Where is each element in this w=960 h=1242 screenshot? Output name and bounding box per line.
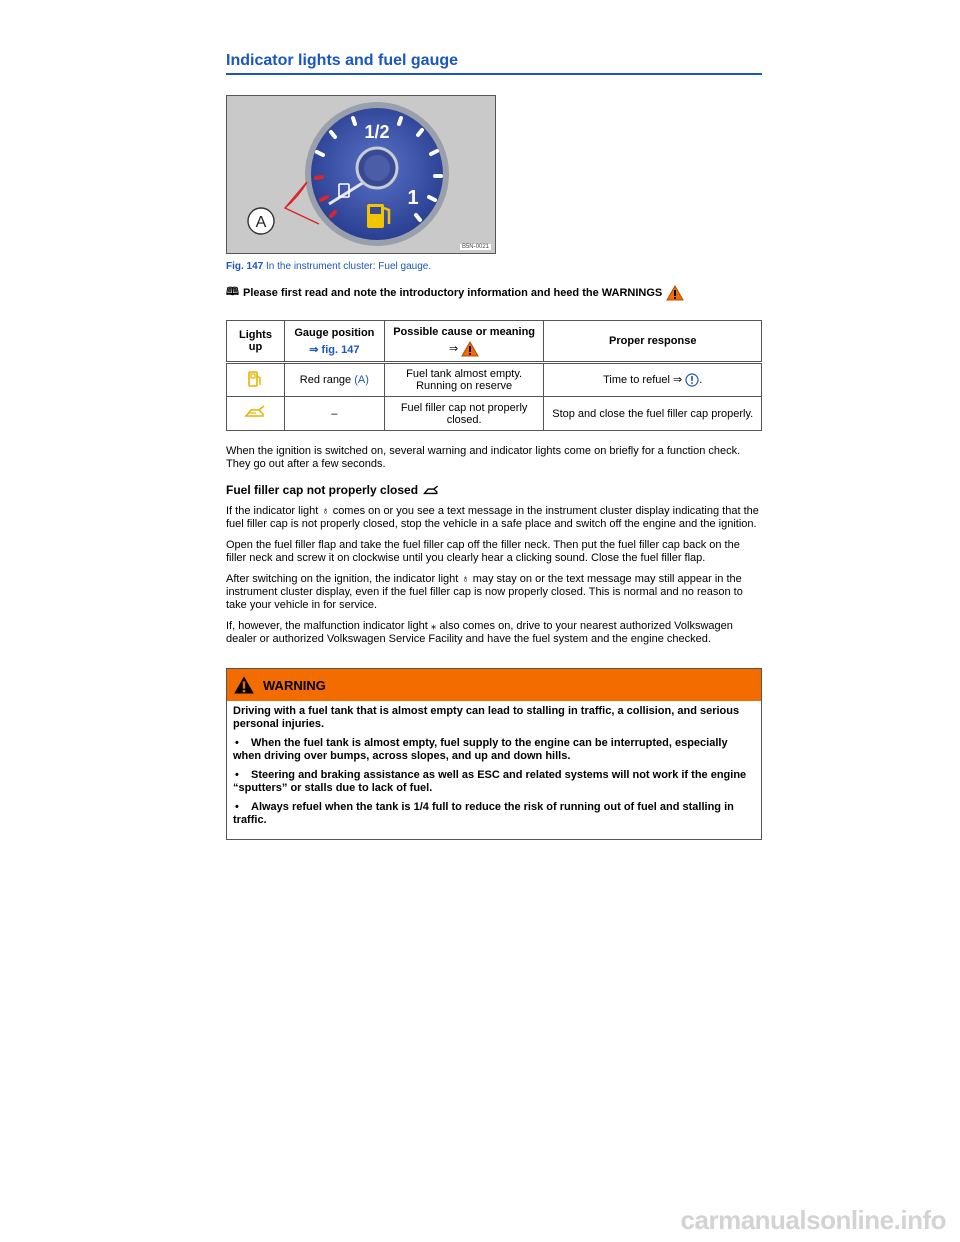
header-cause-ref[interactable]: ⇒ [449, 343, 459, 355]
page-content: Indicator lights and fuel gauge [226, 52, 762, 840]
cell-cause: Fuel tank almost empty. Running on reser… [383, 362, 545, 397]
header-gauge-ref[interactable]: ⇒ fig. 147 [309, 343, 360, 356]
subheading-text: Fuel filler cap not properly closed [226, 483, 419, 497]
response-suffix: . [699, 373, 703, 386]
warning-triangle-icon [461, 340, 480, 356]
subheading-fuel-cap: Fuel filler cap not properly closed [226, 483, 762, 497]
watermark: carmanualsonline.info [680, 1205, 947, 1235]
table-row: – Fuel filler cap not properly closed. S… [226, 396, 762, 431]
warning-triangle-icon [234, 676, 254, 694]
gauge-label-half: 1/2 [364, 122, 389, 142]
header-cause: Possible cause or meaning ⇒ [383, 320, 545, 363]
warning-box: WARNING Driving with a fuel tank that is… [226, 668, 762, 840]
cell-response: Time to refuel ⇒ . [543, 362, 762, 397]
callout-a-label: A [256, 214, 267, 231]
table-row: Red range (A) Fuel tank almost empty. Ru… [226, 362, 762, 397]
figure-code: B5N-0021 [459, 244, 491, 250]
fuel-gauge-illustration: 1/2 1 A [227, 96, 495, 253]
response-text: Time to refuel ⇒ [603, 373, 683, 386]
warning-lead: Driving with a fuel tank that is almost … [233, 705, 740, 730]
cell-gauge: – [283, 396, 385, 431]
intro-text: Please first read and note the introduct… [242, 286, 663, 299]
caption-number: Fig. 147 [226, 261, 264, 272]
cell-cause: Fuel filler cap not properly closed. [383, 396, 545, 431]
paragraph-indicator-on: If the indicator light ♁ comes on or you… [226, 505, 759, 530]
header-lights-up: Lights up [226, 320, 285, 363]
warning-bullet: Always refuel when the tank is 1/4 full … [233, 801, 755, 827]
warning-header: WARNING [227, 669, 761, 701]
header-response: Proper response [543, 320, 762, 363]
gauge-label-full: 1 [407, 187, 418, 209]
paragraph-open-flap: Open the fuel filler flap and take the f… [226, 539, 740, 564]
fuel-cap-icon [423, 485, 439, 494]
figure-caption: Fig. 147 In the instrument cluster: Fuel… [226, 261, 762, 272]
book-icon: 🕮 [226, 286, 239, 298]
paragraph-function-check: When the ignition is switched on, severa… [226, 445, 741, 470]
paragraph-malfunction: If, however, the malfunction indicator l… [226, 620, 733, 645]
warning-bullet: When the fuel tank is almost empty, fuel… [233, 737, 755, 763]
page-title: Indicator lights and fuel gauge [226, 52, 762, 75]
fuel-gauge-figure: 1/2 1 A B5N-0021 [226, 95, 496, 254]
warning-heading: WARNING [263, 677, 326, 693]
header-gauge-position: Gauge position ⇒ fig. 147 [283, 320, 385, 363]
cell-response: Stop and close the fuel filler cap prope… [543, 396, 762, 431]
header-gauge-label: Gauge position [294, 326, 375, 339]
gauge-text: Red range [299, 374, 355, 386]
paragraph-after-ignition: After switching on the ignition, the ind… [226, 573, 743, 611]
warning-triangle-icon [666, 284, 685, 300]
cell-light [226, 396, 285, 431]
fuel-pump-icon [248, 370, 262, 387]
table-header-row: Lights up Gauge position ⇒ fig. 147 Poss… [226, 320, 762, 363]
header-cause-label: Possible cause or meaning [393, 325, 536, 338]
intro-line: 🕮 Please first read and note the introdu… [226, 283, 762, 302]
warning-body: Driving with a fuel tank that is almost … [227, 701, 761, 839]
warning-list: When the fuel tank is almost empty, fuel… [233, 737, 755, 827]
gauge-ref-a[interactable]: (A) [354, 374, 369, 386]
fuel-cap-icon [244, 405, 265, 417]
caption-text: In the instrument cluster: Fuel gauge. [263, 261, 432, 272]
cell-light [226, 362, 285, 397]
exclamation-circle-icon[interactable] [685, 373, 699, 387]
warning-bullet: Steering and braking assistance as well … [233, 769, 755, 795]
cell-gauge: Red range (A) [283, 362, 385, 397]
indicator-table: Lights up Gauge position ⇒ fig. 147 Poss… [226, 320, 762, 431]
